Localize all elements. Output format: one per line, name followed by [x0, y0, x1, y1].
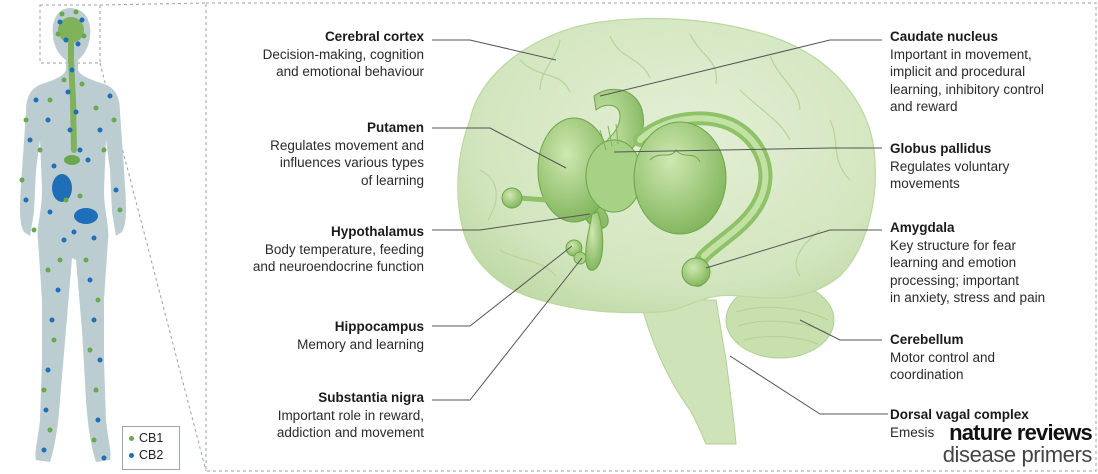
label-substantia-nigra: Substantia nigra Important role in rewar… — [218, 389, 424, 442]
putamen-desc-line: of learning — [360, 172, 424, 188]
brand-line-1: nature reviews — [949, 420, 1093, 445]
legend-label-cb1: CB1 — [139, 431, 164, 445]
legend-item-cb1: CB1 — [129, 430, 179, 447]
globus-pallidus-desc-line: movements — [890, 176, 960, 191]
amygdala-desc-line: processing; important — [890, 272, 1020, 288]
substantia-nigra-desc-line: Important role in reward, — [277, 407, 424, 423]
label-hippocampus: Hippocampus Memory and learning — [218, 318, 424, 353]
caudate-nucleus-desc-line: implicit and procedural — [890, 64, 1026, 79]
brain-illustration — [457, 17, 876, 445]
hypothalamus-desc-line: and neuroendocrine function — [252, 259, 424, 274]
cb1-dot-icon — [129, 436, 134, 441]
hippocampus-desc-line: Memory and learning — [297, 336, 424, 352]
cerebral-cortex-title: Cerebral cortex — [324, 29, 424, 44]
legend-label-cb2: CB2 — [139, 448, 164, 462]
amygdala-desc-line: in anxiety, stress and pain — [890, 290, 1046, 305]
amygdala-title: Amygdala — [890, 220, 955, 235]
label-cerebral-cortex: Cerebral cortex Decision-making, cogniti… — [218, 28, 424, 81]
cb2-dot-icon — [129, 453, 134, 458]
legend-item-cb2: CB2 — [129, 447, 179, 464]
human-body-figure — [19, 8, 126, 462]
caudate-nucleus-desc-line: and reward — [890, 99, 958, 114]
label-cerebellum: Cerebellum Motor control and coordinatio… — [890, 331, 1090, 384]
leader-lines — [432, 39, 888, 415]
cerebral-cortex-desc-line: Decision-making, cognition — [262, 46, 424, 62]
head-selection-box — [39, 4, 101, 64]
substantia-nigra-desc-line: addiction and movement — [276, 425, 424, 440]
label-caudate-nucleus: Caudate nucleus Important in movement, i… — [890, 28, 1090, 116]
journal-brand: nature reviews disease primers — [942, 420, 1093, 467]
cerebellum-desc-line: Motor control and — [890, 349, 996, 365]
brand-line-2: disease primers — [942, 442, 1093, 467]
caudate-nucleus-title: Caudate nucleus — [890, 29, 999, 44]
caudate-nucleus-desc-line: learning, inhibitory control — [890, 81, 1044, 97]
caudate-nucleus-desc-line: Important in movement, — [890, 46, 1032, 62]
hypothalamus-desc-line: Body temperature, feeding — [264, 241, 424, 257]
cerebellum-desc-line: coordination — [890, 367, 964, 382]
substantia-nigra-title: Substantia nigra — [318, 390, 424, 405]
label-globus-pallidus: Globus pallidus Regulates voluntary move… — [890, 140, 1090, 193]
label-hypothalamus: Hypothalamus Body temperature, feeding a… — [218, 223, 424, 276]
putamen-desc-line: influences various types — [279, 155, 424, 170]
hypothalamus-title: Hypothalamus — [330, 224, 424, 239]
cerebral-cortex-desc-line: and emotional behaviour — [276, 64, 424, 79]
label-putamen: Putamen Regulates movement and influence… — [218, 119, 424, 189]
dorsal-vagal-complex-desc-line: Emesis — [890, 424, 935, 440]
label-dorsal-vagal-complex: Dorsal vagal complex Emesis — [890, 406, 1090, 441]
dorsal-vagal-complex-title: Dorsal vagal complex — [890, 407, 1029, 422]
inset-frame — [205, 2, 1097, 472]
receptor-legend: CB1 CB2 — [122, 426, 180, 470]
cerebellum-title: Cerebellum — [890, 332, 964, 347]
globus-pallidus-title: Globus pallidus — [890, 141, 992, 156]
amygdala-desc-line: Key structure for fear — [890, 237, 1017, 253]
globus-pallidus-desc-line: Regulates voluntary — [890, 158, 1010, 174]
putamen-title: Putamen — [366, 120, 424, 135]
hippocampus-title: Hippocampus — [334, 319, 424, 334]
amygdala-desc-line: learning and emotion — [890, 255, 1017, 270]
putamen-desc-line: Regulates movement and — [270, 137, 424, 153]
label-amygdala: Amygdala Key structure for fear learning… — [890, 219, 1090, 307]
